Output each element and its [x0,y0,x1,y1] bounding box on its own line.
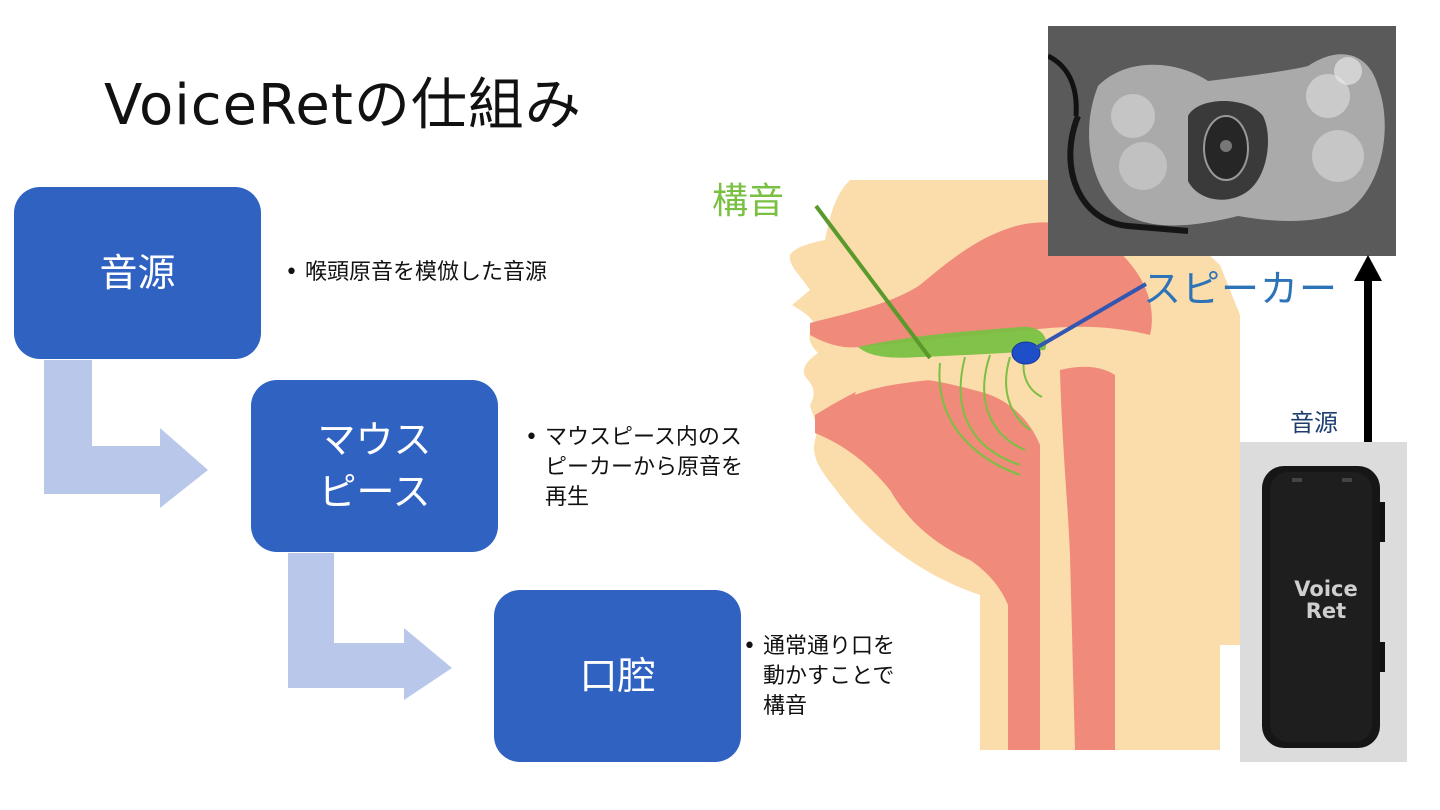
voiceret-device-graphic [1240,442,1407,762]
bullet-text-line1: 通常通り口を [763,634,896,659]
flow-box-label: 音源 [99,251,176,295]
mouthpiece-photo [1048,26,1396,256]
flow-box-label-line1: マウス [317,418,432,462]
mouthpiece-photo-graphic [1048,26,1396,256]
device-logo-line2: Ret [1305,599,1347,623]
voiceret-device-photo [1240,442,1407,762]
bullet-text: 喉頭原音を模倣した音源 [305,260,548,285]
sound-waves [938,352,1043,476]
up-arrow-icon [1354,255,1382,445]
sound-source-label: 音源 [1290,409,1338,437]
bullet-sound-source: • 喉頭原音を模倣した音源 [285,258,548,288]
device-logo: Voice Ret [1286,578,1366,622]
oral-cavity [855,352,1049,395]
articulation-label: 構音 [712,181,785,222]
bullet-oral-cavity: • 通常通り口を 動かすことで 構音 [743,632,896,722]
tongue-tissue [815,378,1040,750]
flow-box-label: 口腔 [579,654,656,698]
speaker-label: スピーカー [1143,267,1339,311]
flow-box-mouthpiece: マウス ピース [251,380,498,552]
flow-arrows [44,360,452,700]
flow-arrow-1 [44,360,208,508]
bullet-text-line2: ピーカーから原音を [545,455,744,480]
flow-box-sound-source: 音源 [14,187,261,359]
bullet-dot: • [525,425,538,450]
bullet-text-line3: 構音 [763,694,808,719]
flow-box-oral-cavity: 口腔 [494,590,741,762]
bullet-dot: • [743,634,756,659]
bullet-dot: • [285,260,298,285]
speaker-dot [1011,341,1041,365]
device-logo-line1: Voice [1294,577,1358,601]
pharynx-tissue [1060,366,1115,750]
bullet-mouthpiece: • マウスピース内のス ピーカーから原音を 再生 [525,423,744,513]
flow-arrow-2 [288,553,452,700]
bullet-text-line1: マウスピース内のス [545,425,742,450]
flow-box-label-line2: ピース [318,470,431,514]
bullet-text-line3: 再生 [545,485,590,510]
bullet-text-line2: 動かすことで [763,664,895,689]
slide-title: VoiceRetの仕組み [104,73,582,138]
